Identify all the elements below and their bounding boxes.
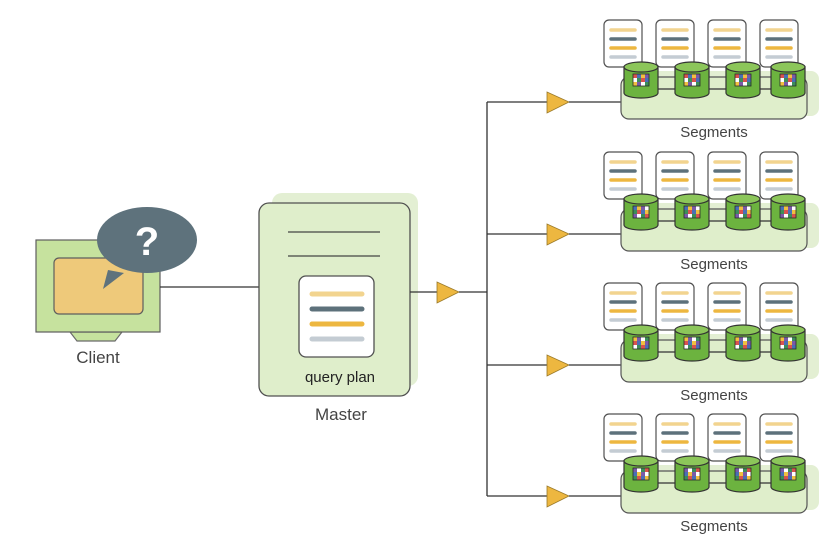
database-icon bbox=[770, 193, 806, 231]
question-bubble-icon: ? bbox=[97, 207, 197, 289]
segments-label: Segments bbox=[680, 124, 748, 141]
query-plan-label: query plan bbox=[305, 369, 375, 386]
database-icon bbox=[725, 61, 761, 99]
database-icon bbox=[674, 193, 710, 231]
database-icon bbox=[770, 455, 806, 493]
database-icon bbox=[674, 324, 710, 362]
database-icon bbox=[623, 61, 659, 99]
segment-group-2: Segments bbox=[487, 151, 819, 273]
arrow-icon bbox=[546, 354, 570, 377]
arrow-icon bbox=[436, 281, 460, 304]
document-icon bbox=[759, 282, 799, 331]
database-icon bbox=[674, 455, 710, 493]
document-icon bbox=[707, 282, 747, 331]
master-node: query plan Master bbox=[258, 193, 418, 424]
document-icon bbox=[707, 151, 747, 200]
segments-label: Segments bbox=[680, 387, 748, 404]
document-icon bbox=[707, 19, 747, 68]
arrow-icon bbox=[546, 485, 570, 508]
document-icon bbox=[603, 282, 643, 331]
question-mark: ? bbox=[135, 220, 159, 264]
segments-label: Segments bbox=[680, 518, 748, 535]
document-icon bbox=[655, 282, 695, 331]
document-icon bbox=[655, 151, 695, 200]
document-icon bbox=[707, 413, 747, 462]
segments-label: Segments bbox=[680, 256, 748, 273]
database-icon bbox=[725, 324, 761, 362]
database-icon bbox=[770, 324, 806, 362]
document-icon bbox=[655, 413, 695, 462]
document-icon bbox=[759, 19, 799, 68]
document-icon bbox=[759, 413, 799, 462]
segment-group-1: Segments bbox=[487, 19, 819, 141]
database-icon bbox=[623, 455, 659, 493]
arrow-icon bbox=[546, 91, 570, 114]
segment-group-3: Segments bbox=[487, 282, 819, 404]
document-icon bbox=[759, 151, 799, 200]
client-node: ? Client bbox=[35, 207, 197, 367]
distribution-connectors bbox=[410, 102, 488, 496]
document-icon bbox=[603, 413, 643, 462]
master-label: Master bbox=[315, 405, 367, 424]
arrow-icon bbox=[546, 223, 570, 246]
segment-group-4: Segments bbox=[487, 413, 819, 535]
document-icon bbox=[603, 19, 643, 68]
document-icon bbox=[603, 151, 643, 200]
database-icon bbox=[770, 61, 806, 99]
client-label: Client bbox=[76, 348, 120, 367]
database-icon bbox=[674, 61, 710, 99]
query-plan-document-icon bbox=[298, 275, 375, 358]
database-icon bbox=[725, 193, 761, 231]
database-icon bbox=[623, 193, 659, 231]
document-icon bbox=[655, 19, 695, 68]
database-icon bbox=[623, 324, 659, 362]
database-icon bbox=[725, 455, 761, 493]
